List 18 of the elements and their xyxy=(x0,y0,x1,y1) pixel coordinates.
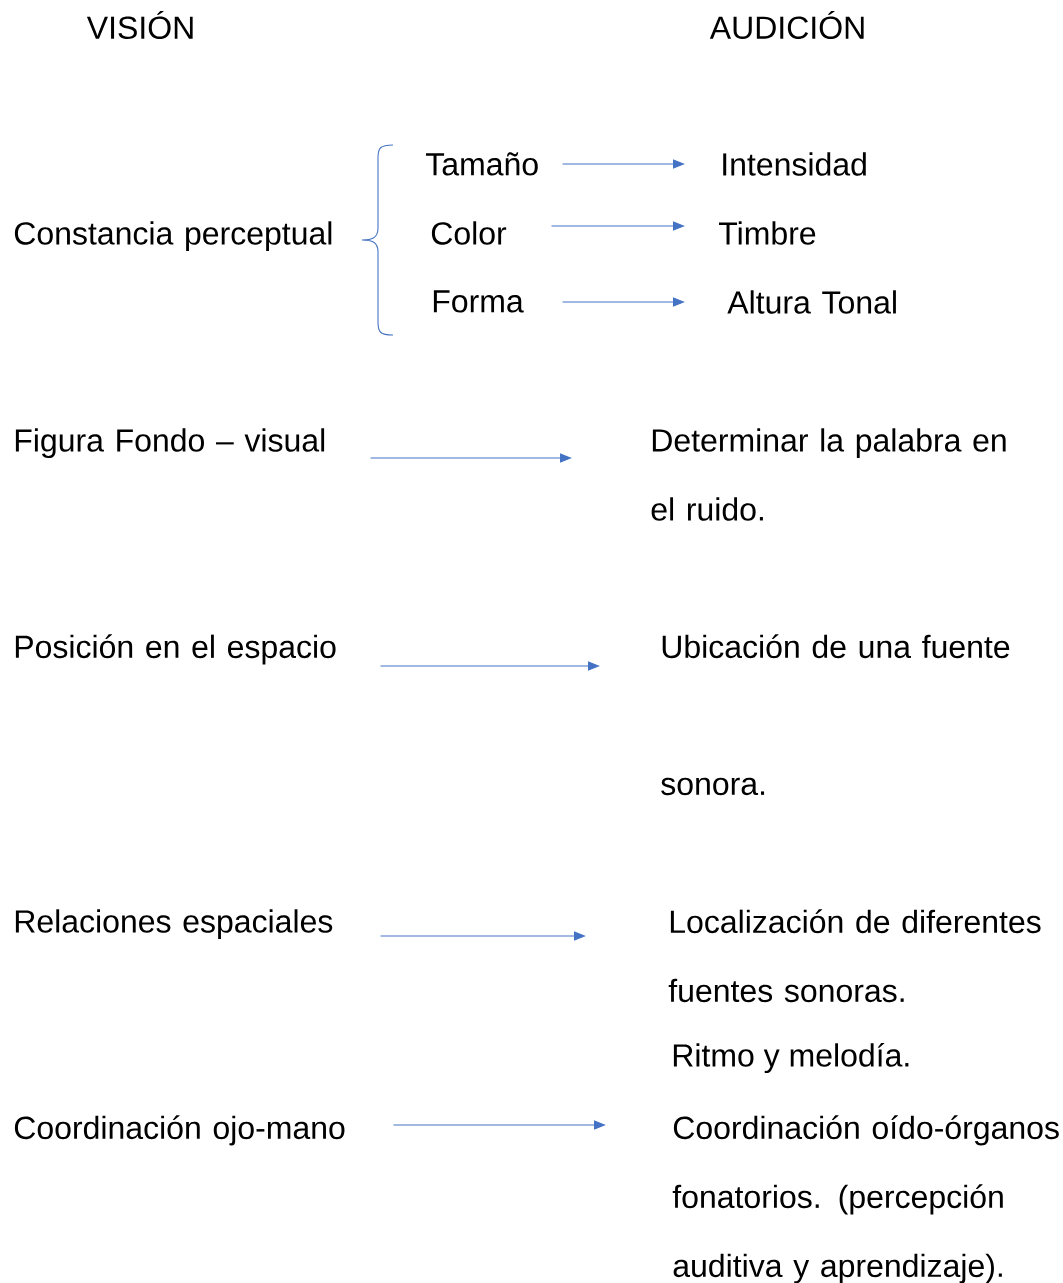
heading-text: VISIÓN xyxy=(86,11,193,40)
text-label: Tamaño xyxy=(426,152,538,176)
text-label: Timbre xyxy=(719,221,816,245)
text-label: Forma xyxy=(433,290,524,313)
text-label: Ubicación de una fuente sonora. xyxy=(661,634,1010,796)
text-label: Determinar la palabra en el ruido. xyxy=(651,428,1006,521)
text-label: Coordinación oído-órganos fonatorios. (percepción auditiva y aprendizaje). xyxy=(672,1115,1059,1283)
text-label: Ritmo y melodía. xyxy=(673,1042,909,1074)
text-label: Intensidad xyxy=(723,152,866,176)
text-label: Coordinación ojo-mano xyxy=(14,1115,345,1146)
text-label: Constancia perceptual xyxy=(14,221,332,252)
text-label: Localización de diferentes fuentes sonoras. xyxy=(668,909,1041,1003)
text-label: Figura Fondo – visual xyxy=(15,428,325,459)
text-label: Relaciones espaciales xyxy=(15,909,333,940)
text-label: Altura Tonal xyxy=(727,290,896,314)
heading-text: AUDICIÓN xyxy=(709,11,864,40)
text-label: Posición en el espacio xyxy=(15,634,336,665)
text-label: Color xyxy=(431,221,507,245)
